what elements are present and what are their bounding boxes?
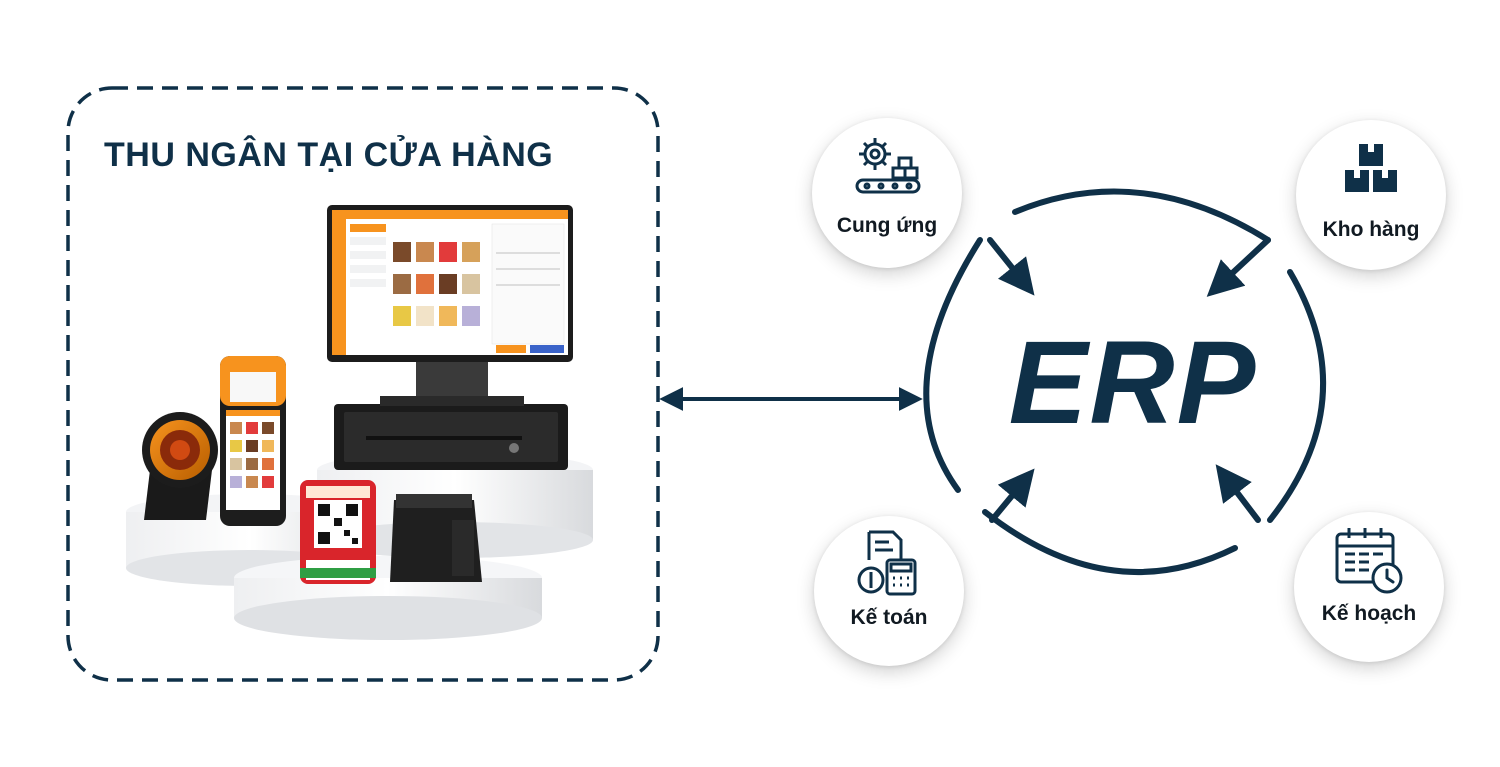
node-label-ke-toan: Kế toán (850, 606, 928, 629)
node-ke-toan: Kế toán (814, 516, 964, 666)
erp-inflow-arrows (987, 237, 1271, 523)
supply-chain-icon (855, 138, 921, 194)
node-label-cung-ung: Cung ứng (836, 214, 938, 237)
accounting-calculator-icon (857, 530, 917, 596)
node-cung-ung: Cung ứng (812, 118, 962, 268)
store-frame (66, 86, 660, 682)
node-kho-hang: Kho hàng (1296, 120, 1446, 270)
node-label-kho-hang: Kho hàng (1322, 218, 1420, 241)
receipt-printer (390, 494, 482, 582)
node-ke-hoach: Kế hoạch (1294, 512, 1444, 662)
calendar-clock-icon (1335, 528, 1403, 594)
pos-hardware-illustration (126, 205, 593, 640)
handheld-pos (220, 356, 286, 526)
qr-stand (300, 480, 376, 584)
erp-cycle (923, 188, 1326, 575)
erp-label: ERP (1008, 317, 1258, 449)
store-cashier-title: THU NGÂN TẠI CỬA HÀNG (104, 136, 554, 174)
pos-monitor (327, 205, 573, 362)
cash-drawer (334, 404, 568, 470)
warehouse-boxes-icon (1345, 144, 1397, 192)
node-label-ke-hoach: Kế hoạch (1321, 602, 1417, 625)
barcode-scanner (142, 412, 218, 520)
